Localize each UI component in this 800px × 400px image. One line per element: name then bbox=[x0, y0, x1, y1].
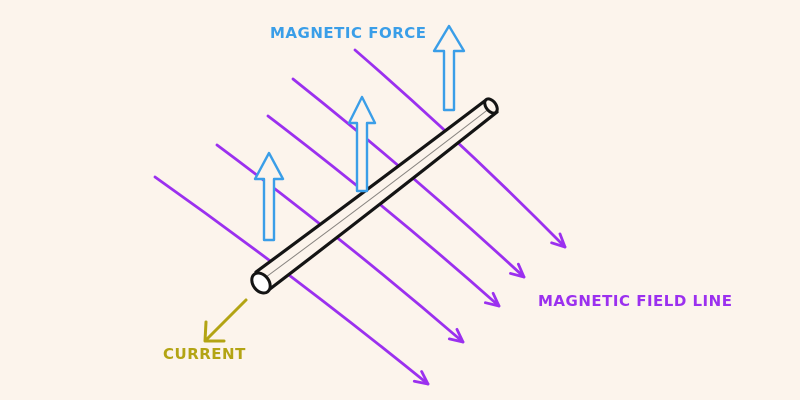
magnetic-field-line-label: MAGNETIC FIELD LINE bbox=[538, 292, 733, 310]
wire-bottom-edge bbox=[264, 110, 499, 294]
force-arrow-1 bbox=[253, 151, 285, 242]
diagonal-arrow-icon bbox=[483, 291, 501, 308]
field-line-stroke bbox=[266, 114, 501, 308]
arrow-down-left-icon bbox=[203, 320, 226, 343]
current-carrying-wire bbox=[250, 97, 499, 295]
current-label: CURRENT bbox=[163, 345, 246, 363]
current-direction-arrow bbox=[203, 298, 248, 343]
field-line-1 bbox=[153, 175, 430, 386]
diagonal-arrow-icon bbox=[412, 370, 430, 386]
wire-shading bbox=[261, 107, 491, 281]
current-arrow-shaft bbox=[204, 298, 248, 342]
diagonal-arrow-icon bbox=[447, 327, 465, 344]
force-arrow-2 bbox=[347, 95, 377, 193]
wire-near-end bbox=[250, 271, 272, 295]
field-line-3 bbox=[266, 114, 501, 308]
magnetic-force-label: MAGNETIC FORCE bbox=[270, 24, 427, 42]
diagonal-arrow-icon bbox=[509, 262, 526, 279]
field-line-5 bbox=[353, 48, 567, 249]
field-lines bbox=[153, 48, 567, 386]
field-line-stroke bbox=[215, 143, 465, 344]
force-arrow-3 bbox=[432, 24, 466, 112]
field-line-stroke bbox=[153, 175, 430, 386]
force-arrows bbox=[253, 24, 466, 242]
field-line-stroke bbox=[353, 48, 567, 249]
field-line-2 bbox=[215, 143, 465, 344]
wire-far-end bbox=[483, 97, 499, 115]
wire-top-edge bbox=[254, 98, 488, 274]
diagonal-arrow-icon bbox=[550, 232, 567, 249]
